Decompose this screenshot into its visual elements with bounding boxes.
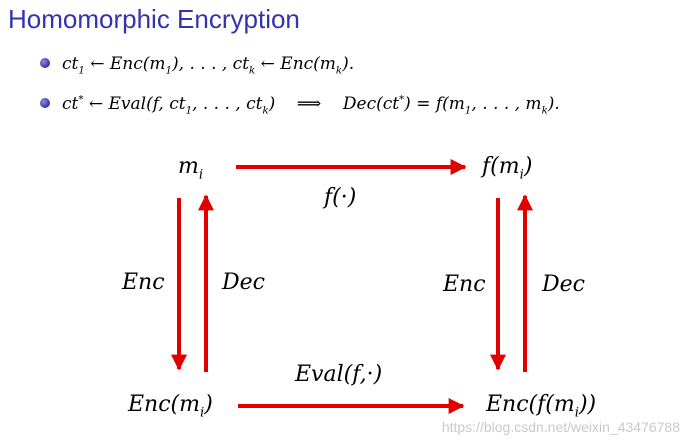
bullet-icon: [40, 57, 50, 68]
bullet-encryption: ct1 ← Enc(m1), . . . , ctk ← Enc(mk).: [40, 54, 354, 76]
watermark: https://blog.csdn.net/weixin_43476788: [441, 419, 680, 435]
left-enc-label: Enc: [122, 270, 165, 295]
slide-title: Homomorphic Encryption: [8, 4, 300, 34]
bullet-evaluation: ct* ← Eval(f, ct1, . . . , ctk) ⟹ Dec(ct…: [40, 94, 560, 116]
node-function-output: f(mi): [482, 154, 533, 183]
top-arrow-label: f(·): [324, 185, 357, 210]
right-enc-label: Enc: [443, 272, 486, 297]
bullet-icon: [40, 97, 50, 108]
node-evaluated-ciphertext: Enc(f(mi)): [486, 392, 597, 421]
right-dec-label: Dec: [542, 272, 585, 297]
node-plaintext: mi: [178, 154, 204, 183]
bottom-arrow-label: Eval(f,·): [295, 362, 383, 387]
node-ciphertext: Enc(mi): [128, 392, 213, 421]
left-dec-label: Dec: [222, 270, 265, 295]
